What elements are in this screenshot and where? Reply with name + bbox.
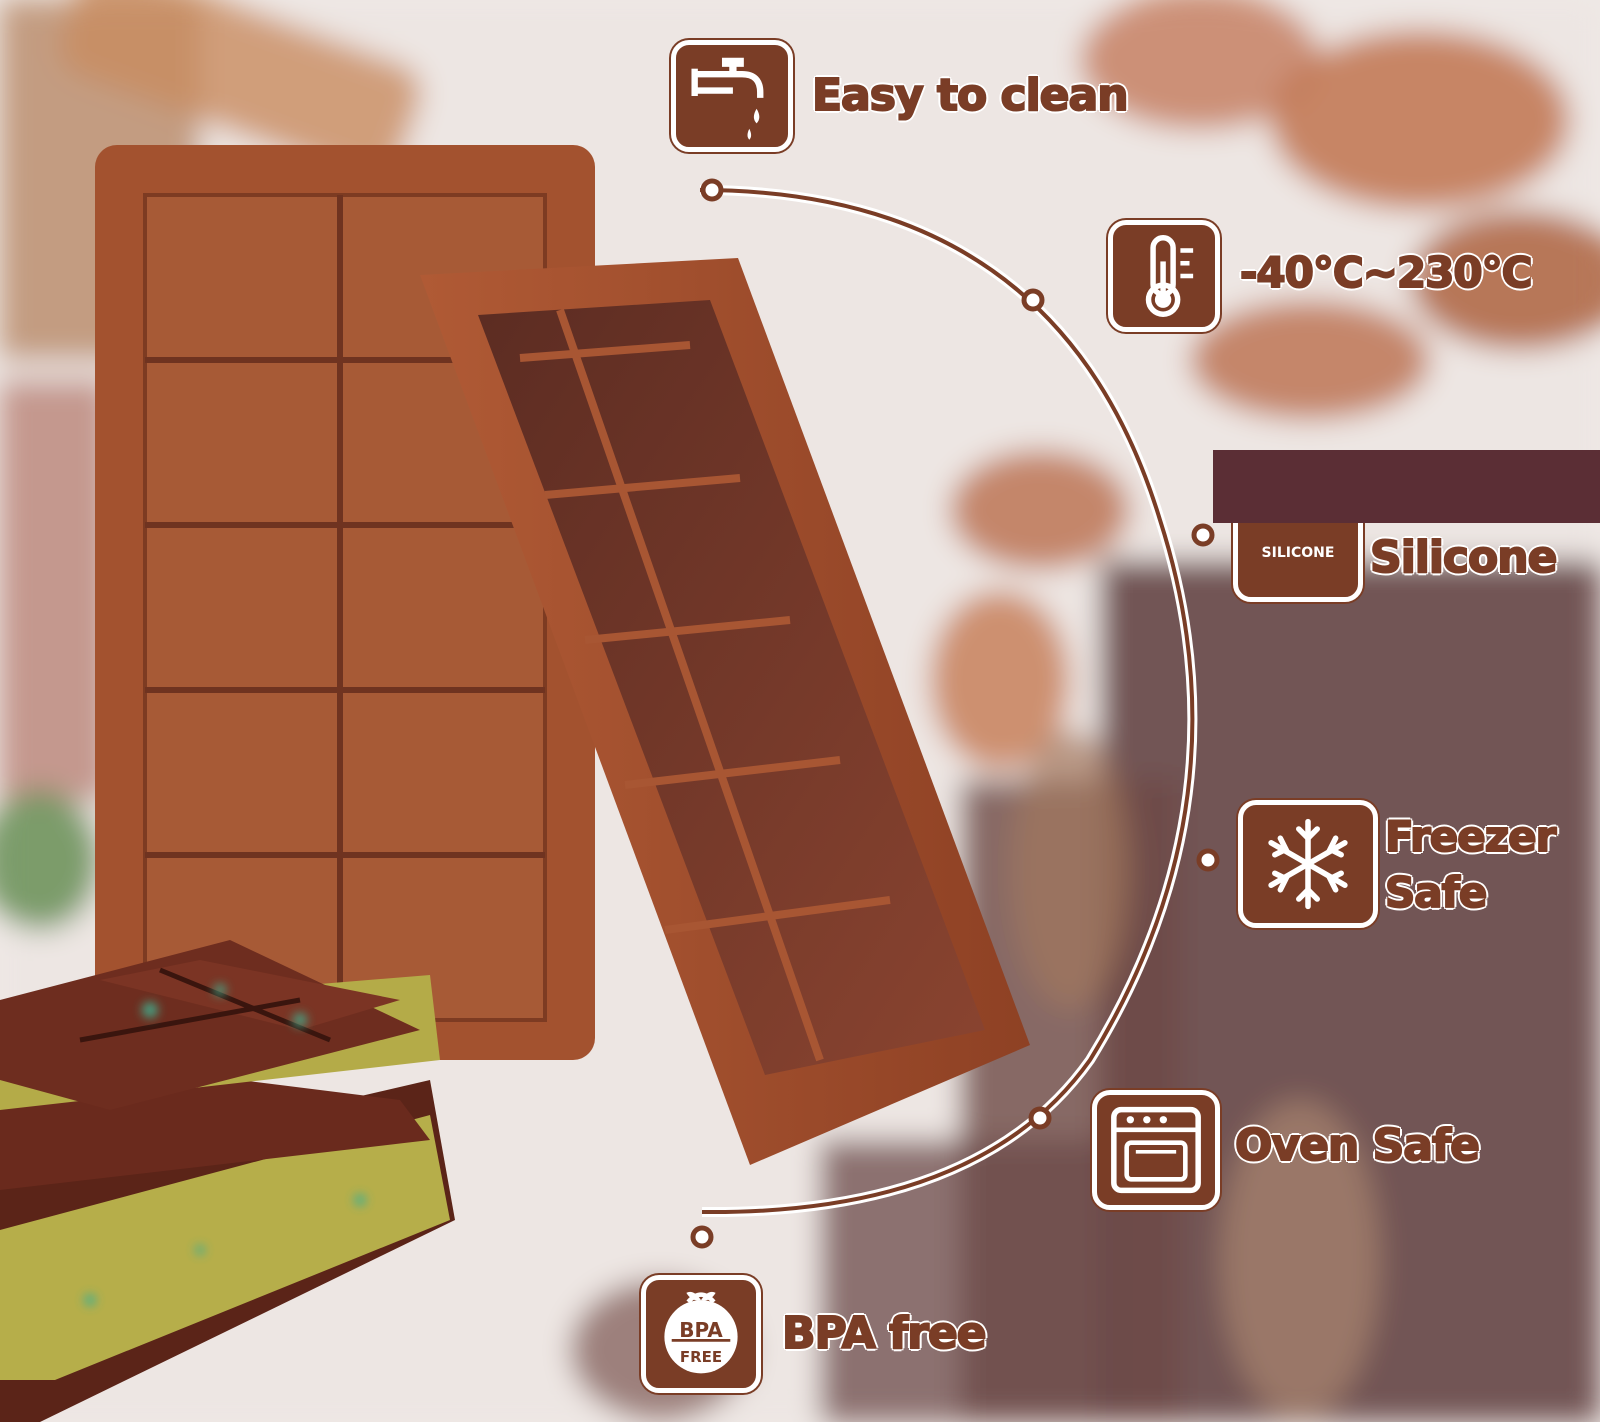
silicone-mold-open (420, 258, 1030, 1165)
oven-badge (1092, 1090, 1220, 1210)
chocolate-bars-photo (0, 940, 455, 1422)
bpa-free-leaf-icon (664, 1291, 738, 1374)
curve-dots (690, 178, 1220, 1249)
oven-safe-label: Oven Safe (1234, 1119, 1481, 1172)
bpa-badge: BPA FREE (641, 1275, 761, 1393)
freezer-label-line1: Freezer (1384, 811, 1557, 862)
easy-to-clean-label: Easy to clean (811, 69, 1130, 122)
faucet-icon (691, 57, 764, 140)
bpa-badge-top-text: BPA (679, 1318, 723, 1342)
thermometer-badge (1108, 220, 1220, 332)
redaction-block (1213, 450, 1600, 523)
temperature-range-label: -40℃~230℃ (1239, 247, 1533, 298)
snowflake-badge (1238, 800, 1378, 928)
feature-curve (699, 185, 1198, 1218)
freezer-label-line2: Safe (1384, 867, 1488, 918)
oven-icon (1111, 1106, 1201, 1194)
bpa-free-label: BPA free (781, 1307, 988, 1360)
silicone-label: Silicone (1369, 531, 1558, 584)
thermometer-icon (1145, 235, 1194, 317)
bpa-badge-bottom-text: FREE (679, 1348, 723, 1366)
faucet-badge (671, 40, 793, 152)
silicone-badge-text: SILICONE (1261, 545, 1335, 561)
snowflake-icon (1268, 818, 1348, 910)
